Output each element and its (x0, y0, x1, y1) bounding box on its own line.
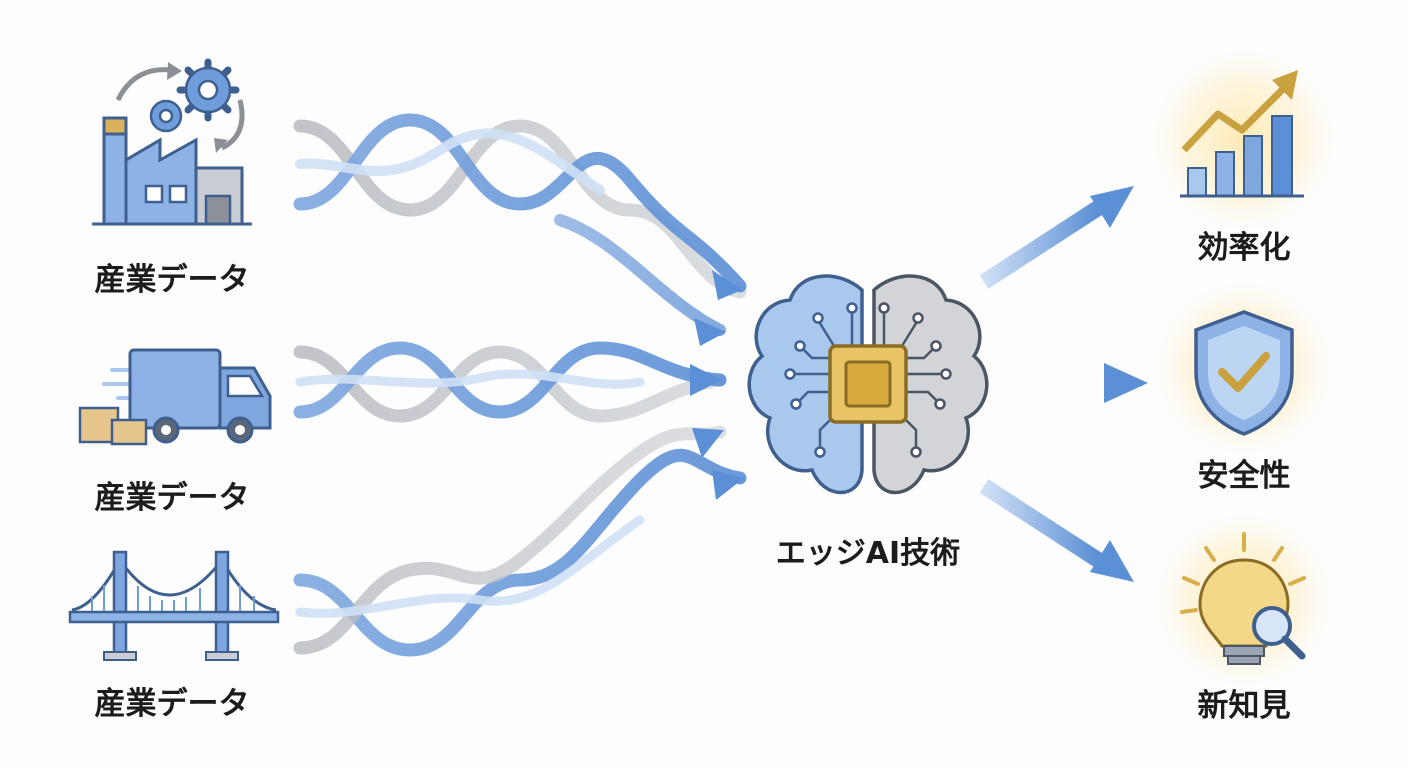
data-stream-1b (554, 214, 726, 346)
suspension-bridge-icon (68, 550, 280, 661)
source-label-1: 産業データ (94, 262, 250, 298)
data-stream-1 (293, 113, 747, 300)
output-label-insight: 新知見 (1197, 688, 1291, 724)
growth-chart-icon (1180, 70, 1304, 198)
output-arrow-safety (1012, 363, 1148, 403)
shield-check-icon (1194, 310, 1294, 436)
source-label-2: 産業データ (94, 480, 250, 516)
data-stream-3 (293, 425, 747, 657)
output-arrow-efficiency (979, 186, 1134, 289)
factory-icon (92, 58, 252, 226)
source-label-3: 産業データ (94, 686, 250, 722)
brain-chip-icon (747, 274, 989, 495)
delivery-truck-icon (78, 348, 272, 446)
lightbulb-magnifier-icon (1180, 532, 1306, 665)
data-stream-2 (293, 341, 727, 423)
output-label-safety: 安全性 (1197, 458, 1291, 494)
center-label: エッジAI技術 (775, 536, 961, 571)
output-arrow-insight (979, 479, 1134, 582)
output-label-efficiency: 効率化 (1197, 230, 1291, 266)
